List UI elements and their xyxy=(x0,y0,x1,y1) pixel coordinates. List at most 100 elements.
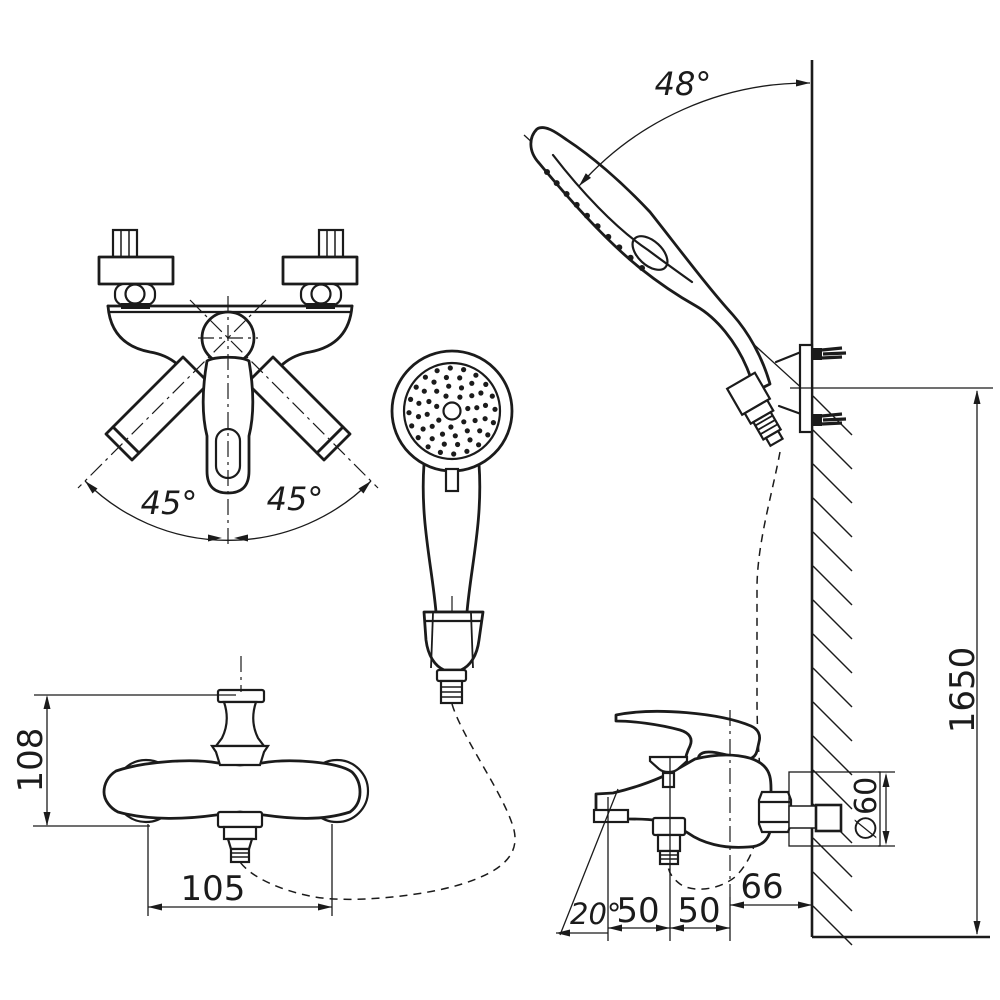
label-1650: 1650 xyxy=(943,647,983,734)
spray-nozzle-dot xyxy=(492,406,498,412)
hand-shower-face-edge-dots xyxy=(544,169,645,271)
thread-line xyxy=(757,419,776,431)
hose-outlet-front xyxy=(216,810,264,864)
union-collar xyxy=(299,282,343,307)
hatch-line xyxy=(812,497,853,538)
mixer-top-view: 45° 45° xyxy=(77,228,379,548)
mixer-handle-blade xyxy=(614,710,761,773)
mixer-side-view xyxy=(592,710,881,866)
dim-arrow xyxy=(730,901,744,909)
hatch-line xyxy=(812,871,853,912)
outlet-thread xyxy=(229,847,251,864)
outlet-flange xyxy=(651,816,687,837)
label-45-right: 45° xyxy=(267,480,324,518)
connector-tip xyxy=(764,429,785,448)
spray-nozzle-dot xyxy=(429,436,435,442)
hatch-line xyxy=(812,463,853,504)
dim-arrow xyxy=(973,921,981,935)
dim-arrow xyxy=(148,903,162,911)
hose-left xyxy=(239,703,516,901)
spout-angle-line xyxy=(559,788,619,936)
holder-rib xyxy=(430,612,434,669)
hand-shower-body xyxy=(529,126,772,393)
spray-nozzle-dot xyxy=(473,372,479,378)
hatch-line xyxy=(812,429,853,470)
dim-arrow xyxy=(318,903,332,911)
hatch-line xyxy=(812,769,853,810)
shower-hoses xyxy=(239,451,781,901)
spray-nozzle-dot xyxy=(437,449,443,455)
label-50-right: 50 xyxy=(677,891,720,931)
bracket-arm-top xyxy=(774,350,803,364)
dim-arrow xyxy=(882,831,890,845)
holder-rib xyxy=(470,612,474,669)
spray-nozzle-dot xyxy=(553,180,560,187)
spray-nozzle-dot xyxy=(431,379,437,385)
label-50-left: 50 xyxy=(616,891,659,931)
spray-nozzle-dot xyxy=(416,400,422,406)
hatch-line xyxy=(812,565,853,606)
arc-arrow xyxy=(85,481,98,494)
hatch-line xyxy=(812,667,853,708)
bracket-arm-bottom xyxy=(777,404,803,416)
spray-nozzle-dot xyxy=(482,402,489,408)
union-nut-side xyxy=(757,790,793,834)
spray-nozzle-dot xyxy=(482,416,488,422)
spray-nozzle-dot xyxy=(464,428,470,434)
mixer-front-view xyxy=(102,656,370,864)
hose-nut xyxy=(435,668,468,683)
handle-neck-tab xyxy=(444,467,460,493)
spray-nozzle-dot xyxy=(469,380,475,386)
spray-nozzle-dot xyxy=(447,365,453,371)
spray-nozzle-dot xyxy=(455,441,461,448)
spray-nozzle-dot xyxy=(420,426,426,432)
screw-head xyxy=(813,414,822,426)
eccentric-union-right xyxy=(281,228,359,309)
diverter-knob xyxy=(209,688,271,767)
hatch-line xyxy=(812,633,853,674)
spray-nozzle-dot xyxy=(415,435,421,441)
label-d60: ∅60 xyxy=(849,777,884,841)
spray-nozzle-dot xyxy=(490,420,496,426)
hand-shower-connector xyxy=(725,371,785,448)
spout-left-tip xyxy=(104,425,141,462)
union-body xyxy=(281,255,359,286)
body-left-edge xyxy=(106,304,179,366)
union-nut xyxy=(317,228,345,259)
spray-nozzle-dot xyxy=(421,388,427,394)
arc-arrow xyxy=(579,173,591,186)
label-108: 108 xyxy=(11,728,51,793)
spray-nozzle-dot xyxy=(429,423,435,429)
wall-socket xyxy=(814,803,843,833)
spray-nozzle-dot xyxy=(434,403,440,409)
spray-nozzle-dot xyxy=(474,405,480,411)
hatch-line xyxy=(812,701,853,742)
spray-nozzle-dot xyxy=(443,374,449,381)
spray-nozzle-dot xyxy=(584,212,590,219)
spray-nozzle-dot xyxy=(446,383,452,389)
anchor-screw-top xyxy=(813,346,847,360)
label-105: 105 xyxy=(181,869,246,909)
dim-arrow xyxy=(556,929,570,937)
spray-nozzle-dot xyxy=(485,432,491,438)
shower-face-plate xyxy=(402,361,502,461)
spray-nozzle-dot xyxy=(434,388,440,394)
hand-shower-thumb-rest xyxy=(631,235,669,271)
spray-nozzle-dot xyxy=(478,390,484,396)
hatch-line xyxy=(812,531,853,572)
wall-hatch xyxy=(812,395,853,946)
dim-arrow xyxy=(608,924,622,932)
spray-nozzle-dot xyxy=(627,254,634,261)
outlet-ring xyxy=(656,833,682,853)
screw-thread xyxy=(821,412,843,418)
hand-shower-side-view xyxy=(529,126,847,448)
hand-shower-front-view xyxy=(390,349,514,705)
thread-line xyxy=(759,423,779,436)
spray-nozzle-dot xyxy=(409,423,415,429)
spout-axis-right xyxy=(189,299,379,489)
spray-nozzle-dot xyxy=(476,442,482,448)
shower-face-dots xyxy=(406,365,498,457)
spray-nozzle-dot xyxy=(472,417,478,424)
label-20: 20° xyxy=(570,897,621,931)
